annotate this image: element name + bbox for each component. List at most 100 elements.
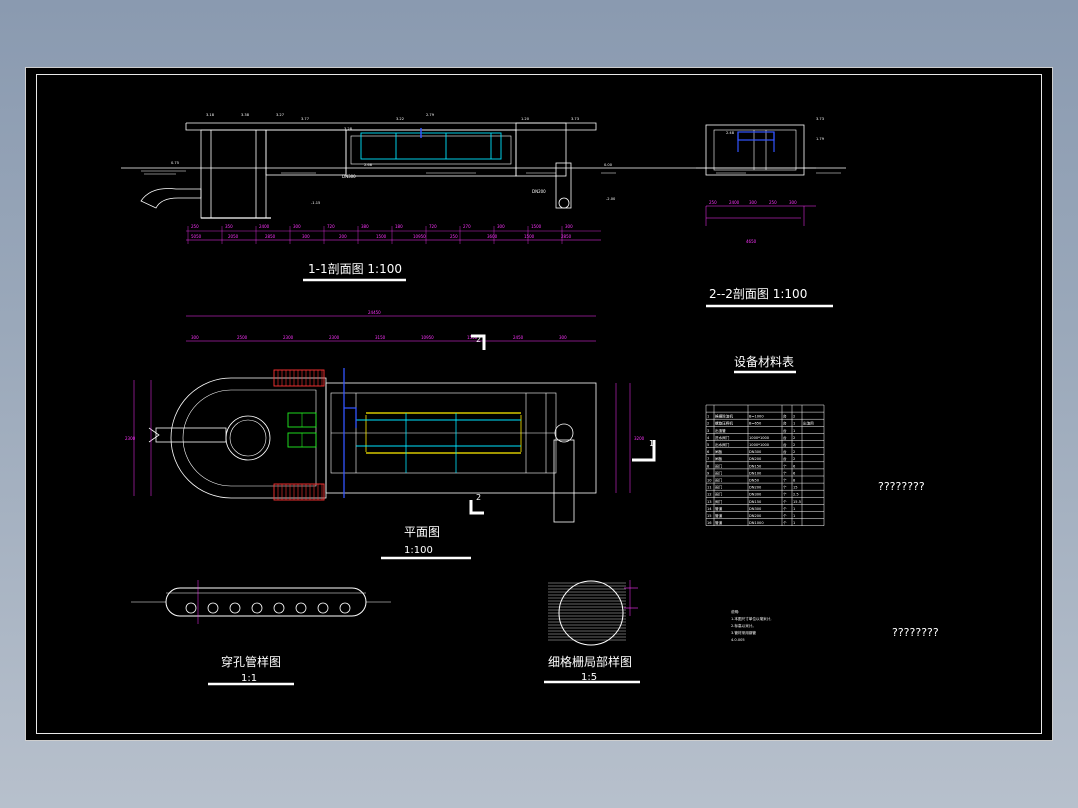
dim-1-1-top: 2400 xyxy=(259,224,270,229)
table-cell: 14 xyxy=(707,507,712,511)
table-cell: 1 xyxy=(707,415,709,419)
dim-plan: 2300 xyxy=(329,335,340,340)
drawing-frame xyxy=(36,74,1042,734)
table-cell: DN300 xyxy=(749,507,762,511)
table-cell: 台 xyxy=(783,435,787,440)
dim-plan: 3150 xyxy=(375,335,386,340)
dim-1-1-top: 300 xyxy=(497,224,505,229)
table-cell: 台 xyxy=(783,428,787,433)
table-cell: 阀门 xyxy=(715,478,723,483)
plan-title: 平面图 xyxy=(404,525,440,539)
table-cell: DN300 xyxy=(749,493,762,497)
table-cell: 阀门 xyxy=(715,485,723,490)
table-cell: 1 xyxy=(793,521,795,525)
dim-1-1-bottom: 1500 xyxy=(376,234,387,239)
pipe-hole xyxy=(229,602,241,614)
elevation-mark: 3.18 xyxy=(206,113,215,117)
screen-detail xyxy=(548,580,638,646)
table-cell: 9 xyxy=(707,471,710,475)
table-cell: 11 xyxy=(707,486,712,490)
dim-2-2: 250 xyxy=(709,200,717,205)
table-cell: 闸板 xyxy=(715,449,723,454)
note-line: 2.标高以米计。 xyxy=(731,623,756,628)
dim-1-1-bottom: 5050 xyxy=(191,234,202,239)
table-cell: 管道 xyxy=(715,513,723,518)
table-cell: 1 xyxy=(793,429,795,433)
dim-2-2: 300 xyxy=(749,200,757,205)
table-cell: DN100 xyxy=(749,471,762,475)
table-cell: 1 xyxy=(793,422,795,426)
perforated-pipe-detail xyxy=(131,580,391,624)
table-cell: 个 xyxy=(783,463,787,468)
dim-plan: 300 xyxy=(559,335,567,340)
elevation-mark: 2.68 xyxy=(364,163,373,167)
table-cell: DN150 xyxy=(749,464,762,468)
table-cell: DN50 xyxy=(749,479,760,483)
dim-1-1-bottom: 200 xyxy=(339,234,347,239)
table-cell: 15 xyxy=(793,486,798,490)
table-cell: 10 xyxy=(707,479,712,483)
plan-scale: 1:100 xyxy=(404,545,433,556)
dim-2-2: 2400 xyxy=(729,200,740,205)
table-cell: 2 xyxy=(707,422,709,426)
cut-mark-2-bottom: 2 xyxy=(476,493,481,502)
pipe-hole xyxy=(207,602,219,614)
dim-1-1-top: 250 xyxy=(191,224,199,229)
section-2-2-title: 2--2剖面图 1:100 xyxy=(709,287,807,301)
table-cell: 台 xyxy=(783,442,787,447)
table-cell: 6 xyxy=(793,471,796,475)
table-cell: 管道 xyxy=(715,520,723,525)
table-cell: 7 xyxy=(707,457,709,461)
table-cell: DN1000 xyxy=(749,521,764,525)
table-cell: B=650 xyxy=(749,422,762,426)
perforated-pipe-title: 穿孔管样图 xyxy=(221,654,281,669)
table-cell: 阀门 xyxy=(715,470,723,475)
dim-1-1-bottom: 250 xyxy=(450,234,458,239)
placeholder-text-2: ???????? xyxy=(892,626,939,639)
table-cell: 台 xyxy=(783,449,787,454)
dim-1-1-top: 270 xyxy=(463,224,471,229)
table-cell: 个 xyxy=(783,513,787,518)
dim-1-1-bottom: 2850 xyxy=(265,234,276,239)
elevation-mark: 1.20 xyxy=(521,117,530,121)
table-cell: 2 xyxy=(793,443,795,447)
table-cell: 管道 xyxy=(715,506,723,511)
cut-mark-1: 1 xyxy=(649,439,654,448)
table-cell: B=1000 xyxy=(749,415,764,419)
pipe-hole xyxy=(295,602,307,614)
plan-left-dim: 2300 xyxy=(125,436,136,441)
dim-1-1-bottom: 300 xyxy=(302,234,310,239)
dim-plan: 300 xyxy=(191,335,199,340)
table-cell: 1 xyxy=(793,507,795,511)
table-cell: 出渣管 xyxy=(715,428,726,433)
table-cell: 出渣用 xyxy=(803,421,814,426)
table-cell: 2 xyxy=(793,450,795,454)
note-line: 3.管材采用钢管 xyxy=(731,630,756,635)
pipe-hole xyxy=(317,602,329,614)
screen-detail-title: 细格栅局部样图 xyxy=(548,654,632,669)
elevation-mark: 2.79 xyxy=(426,113,435,117)
elevation-mark: -1.15 xyxy=(311,201,320,205)
dim-1-1-top: 350 xyxy=(225,224,233,229)
elevation-mark: 3.38 xyxy=(241,113,250,117)
table-cell: 出水阀门 xyxy=(715,442,730,447)
table-cell: 螺旋压榨机 xyxy=(715,421,733,426)
pipe-hole xyxy=(185,602,197,614)
table-cell: DN300 xyxy=(749,450,762,454)
note-line: 说明: xyxy=(731,609,739,614)
dim-1-1-top: 300 xyxy=(293,224,301,229)
table-cell: 16 xyxy=(707,521,712,525)
elevation-mark: 3.22 xyxy=(396,117,404,121)
elevation-mark: 3.77 xyxy=(301,117,309,121)
table-cell: 闸板 xyxy=(715,456,723,461)
table-cell: 格栅除渣机 xyxy=(715,414,733,419)
table-cell: DN200 xyxy=(749,457,762,461)
section-1-1-title: 1-1剖面图 1:100 xyxy=(308,262,402,276)
dim-plan: 10950 xyxy=(421,335,434,340)
table-cell: DN200 xyxy=(749,514,762,518)
plan-total-dim: 24450 xyxy=(368,310,381,315)
